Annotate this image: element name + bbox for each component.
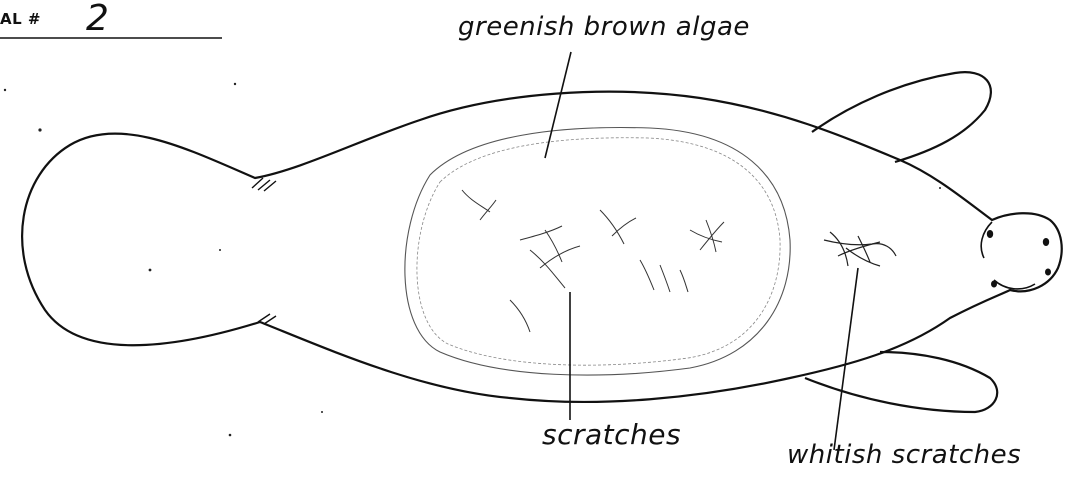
algae-patch-outline-inner xyxy=(417,138,780,365)
nostril-right xyxy=(1043,238,1049,246)
scratch-marks xyxy=(462,190,724,332)
whisker-dot xyxy=(1045,269,1051,276)
tail-crease-top xyxy=(252,178,276,191)
upper-flipper xyxy=(812,72,991,162)
whitish-scratches-label: whitish scratches xyxy=(787,440,1021,470)
header-number: 2 xyxy=(86,0,109,39)
scratches-label: scratches xyxy=(542,418,681,451)
whitish-scratch-marks xyxy=(824,232,896,266)
snout-upper-lip xyxy=(981,222,992,258)
algae-pointer xyxy=(545,52,571,158)
algae-label: greenish brown algae xyxy=(458,12,750,42)
whitish-pointer xyxy=(834,268,858,450)
nostril-lower xyxy=(991,281,997,288)
lower-flipper xyxy=(805,352,997,412)
header-label: AL # xyxy=(0,10,41,28)
algae-patch-outline xyxy=(405,128,790,376)
manatee-body-outline xyxy=(22,92,1062,402)
nostril-left xyxy=(987,230,993,238)
snout-lower-lip xyxy=(994,280,1035,289)
